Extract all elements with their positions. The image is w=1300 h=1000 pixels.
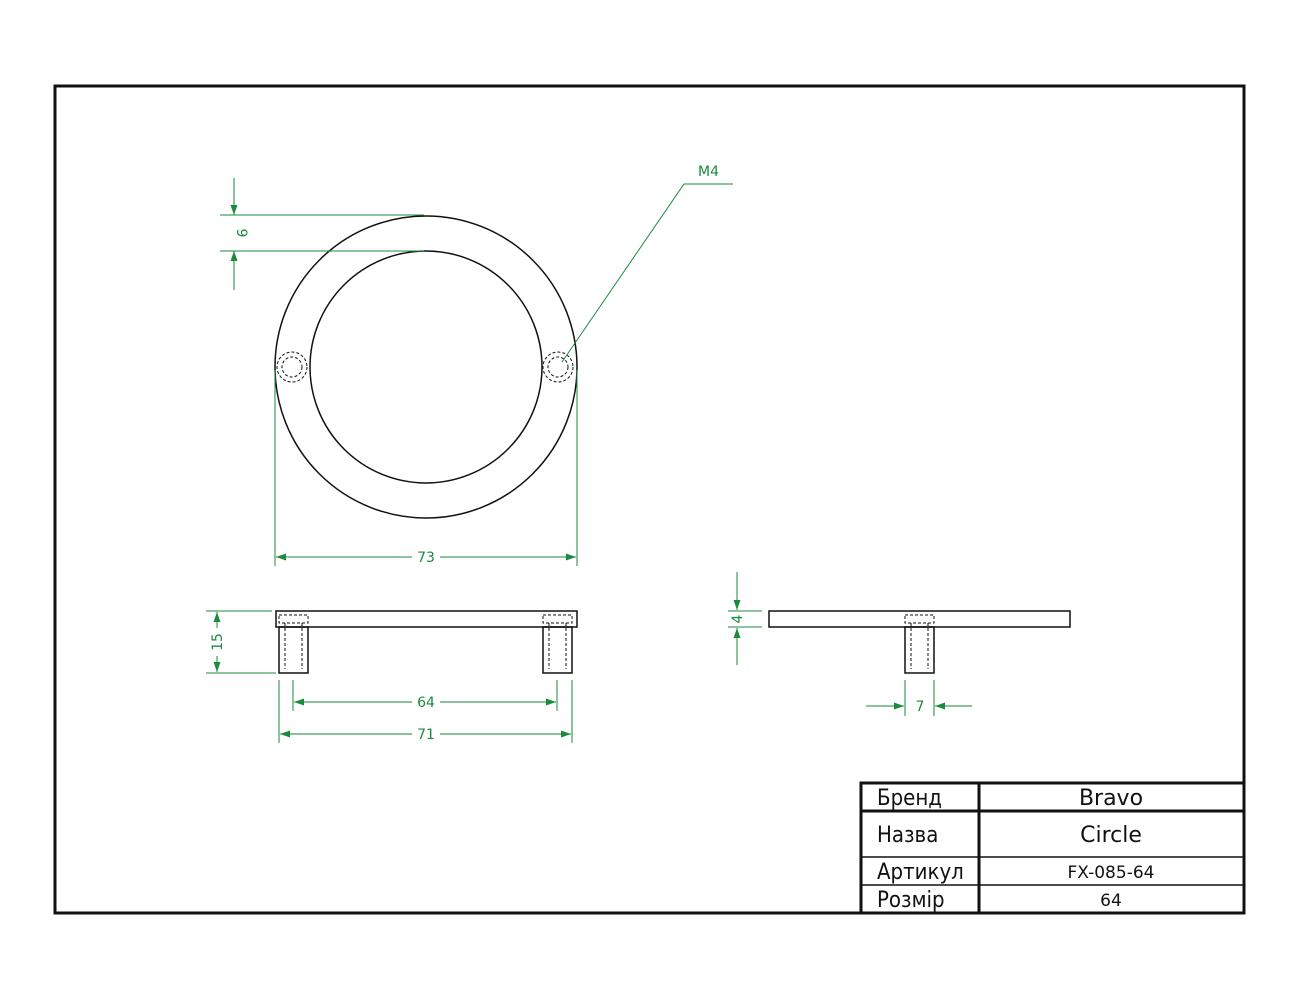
left-hole-inner: [281, 356, 303, 378]
title-block-name-label: Назва: [877, 823, 938, 848]
front-hidden-lines: [278, 614, 573, 669]
title-block-brand-value: Bravo: [1079, 786, 1143, 811]
title-block-size-label: Розмір: [877, 888, 945, 913]
side-bar: [768, 610, 1071, 628]
title-block-article-label: Артикул: [877, 860, 964, 885]
dim-bar-thickness: [728, 572, 762, 665]
left-hole-outer: [276, 351, 308, 383]
dim-height-label: 15: [210, 633, 226, 651]
ring-inner-circle: [309, 250, 543, 484]
thread-label: M4: [698, 164, 719, 180]
ring-outer-circle: [274, 215, 578, 519]
title-block-brand-label: Бренд: [877, 786, 942, 811]
top-view: [274, 215, 578, 519]
dim-hole-spacing: [292, 680, 558, 711]
right-hole-inner: [547, 356, 569, 378]
dim-leg-width: [866, 680, 972, 716]
dim-ring-width-label: 9: [233, 229, 249, 238]
front-right-leg: [542, 626, 573, 674]
title-block-size-value: 64: [1100, 891, 1122, 911]
dim-base-length: [278, 680, 573, 743]
front-left-leg: [278, 626, 309, 674]
dim-outer-diameter: [274, 370, 578, 566]
dim-height: [206, 610, 276, 674]
dim-base-length-label: 71: [417, 727, 435, 743]
dim-bar-thickness-label: 4: [730, 614, 746, 623]
front-bar: [275, 610, 578, 628]
title-block-name-value: Circle: [1080, 823, 1142, 848]
side-hidden-lines: [904, 614, 935, 669]
dim-ring-width: [220, 178, 424, 290]
drawing-frame: [53, 84, 1246, 915]
dim-leg-width-label: 7: [916, 699, 925, 715]
front-view: [275, 610, 578, 674]
side-view: [768, 610, 1071, 674]
dim-hole-spacing-label: 64: [417, 695, 435, 711]
title-block-article-value: FX-085-64: [1068, 863, 1155, 883]
dim-outer-diameter-label: 73: [417, 550, 435, 566]
thread-holes: [276, 351, 574, 383]
right-hole-outer: [542, 351, 574, 383]
side-leg: [904, 626, 935, 674]
thread-leader: [561, 183, 733, 363]
title-block: [859, 781, 1246, 915]
